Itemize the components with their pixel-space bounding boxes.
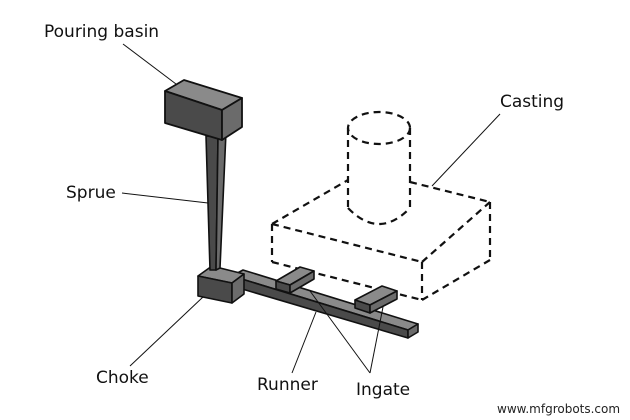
ingate-2-side-face [369, 290, 398, 314]
leader-line-ingate-1 [309, 290, 371, 374]
leader-line-sprue [121, 192, 209, 204]
label-pouring-basin: Pouring basin [44, 22, 160, 42]
leader-lines [121, 43, 501, 374]
pouring-basin [164, 79, 243, 141]
ingate-2 [354, 285, 398, 314]
watermark: www.mfgrobots.com [497, 402, 621, 416]
ingate-1 [275, 266, 315, 294]
choke-side-face [231, 273, 245, 304]
casting-box-top-back [409, 180, 491, 204]
runner-end-face [407, 323, 419, 339]
label-choke: Choke [96, 368, 149, 388]
casting-box-top-left [271, 179, 349, 225]
label-runner: Runner [257, 375, 318, 395]
casting-outline [270, 110, 492, 302]
sprue [205, 131, 227, 271]
label-casting: Casting [500, 92, 565, 112]
casting-box-right-bottom [421, 259, 491, 301]
runner-bar [231, 269, 419, 339]
sprue-side-face [215, 131, 227, 271]
casting-cylinder-bottom [347, 207, 411, 225]
pouring-basin-side-face [221, 97, 243, 141]
choke-block [197, 265, 245, 304]
leader-line-ingate-2 [369, 306, 384, 374]
leader-line-choke [129, 296, 204, 367]
casting-box-top-front [271, 222, 423, 264]
leader-line-runner [291, 311, 317, 374]
casting-cylinder-top [346, 110, 412, 146]
label-ingate: Ingate [356, 380, 411, 400]
label-sprue: Sprue [66, 183, 116, 203]
ingate-1-side-face [289, 270, 315, 294]
casting-box-top-right [421, 201, 491, 263]
leader-line-pouring-basin [122, 43, 177, 85]
leader-line-casting [431, 113, 501, 187]
